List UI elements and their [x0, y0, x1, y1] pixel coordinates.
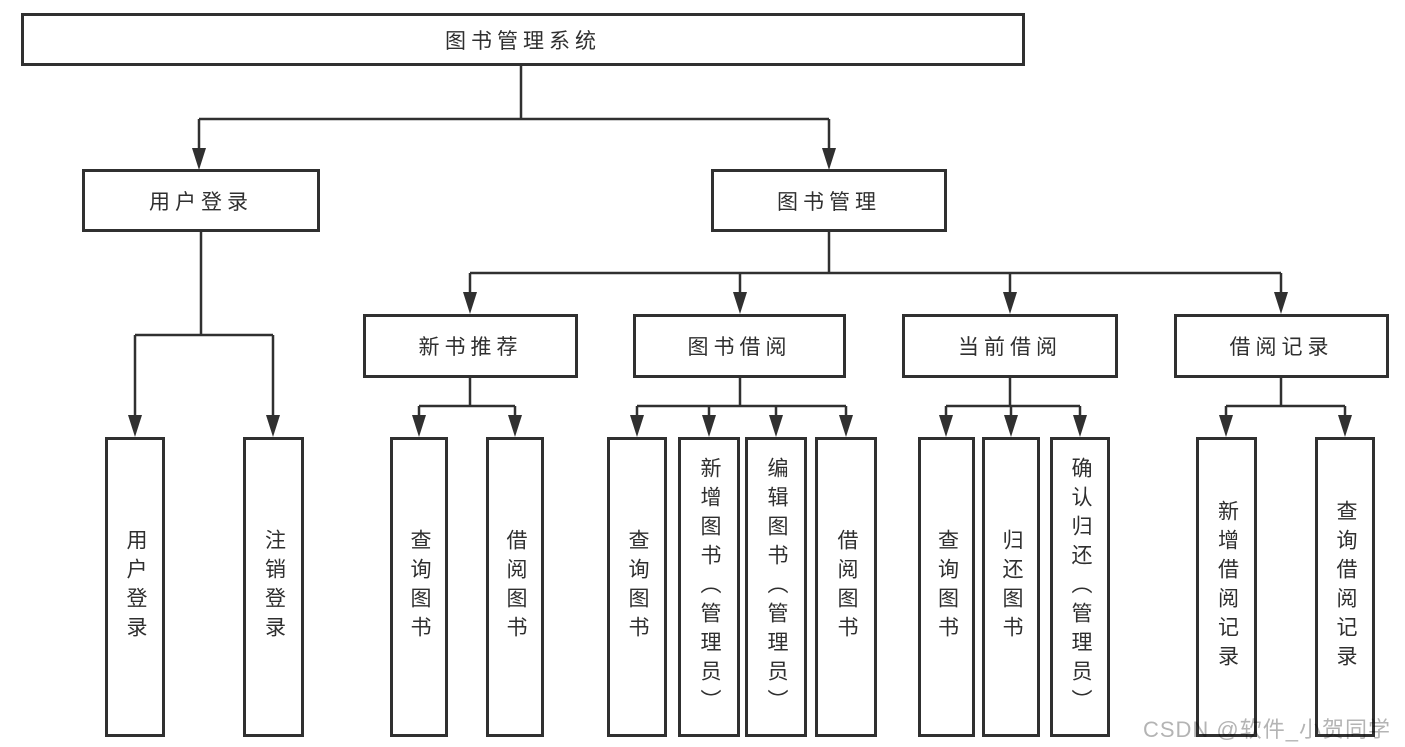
node-library-system: 图书管理系统	[21, 13, 1025, 66]
node-new-book-recommendation: 新书推荐	[363, 314, 578, 378]
node-current-borrowing: 当前借阅	[902, 314, 1118, 378]
node-query-borrow-record: 查询借阅记录	[1315, 437, 1375, 737]
node-user-login: 用户登录	[82, 169, 320, 232]
node-edit-books-admin: 编辑图书（管理员）	[745, 437, 807, 737]
node-add-books-admin: 新增图书（管理员）	[678, 437, 740, 737]
node-query-books-borrowing: 查询图书	[607, 437, 667, 737]
node-borrow-books-borrowing: 借阅图书	[815, 437, 877, 737]
node-query-books-current: 查询图书	[918, 437, 975, 737]
node-add-borrow-record: 新增借阅记录	[1196, 437, 1257, 737]
node-book-borrowing: 图书借阅	[633, 314, 846, 378]
node-confirm-return-admin: 确认归还（管理员）	[1050, 437, 1110, 737]
node-return-books: 归还图书	[982, 437, 1040, 737]
node-logout: 注销登录	[243, 437, 304, 737]
node-user-login-action: 用户登录	[105, 437, 165, 737]
node-borrowing-records: 借阅记录	[1174, 314, 1389, 378]
node-borrow-books-recommend: 借阅图书	[486, 437, 544, 737]
node-query-books-recommend: 查询图书	[390, 437, 448, 737]
node-book-management: 图书管理	[711, 169, 947, 232]
